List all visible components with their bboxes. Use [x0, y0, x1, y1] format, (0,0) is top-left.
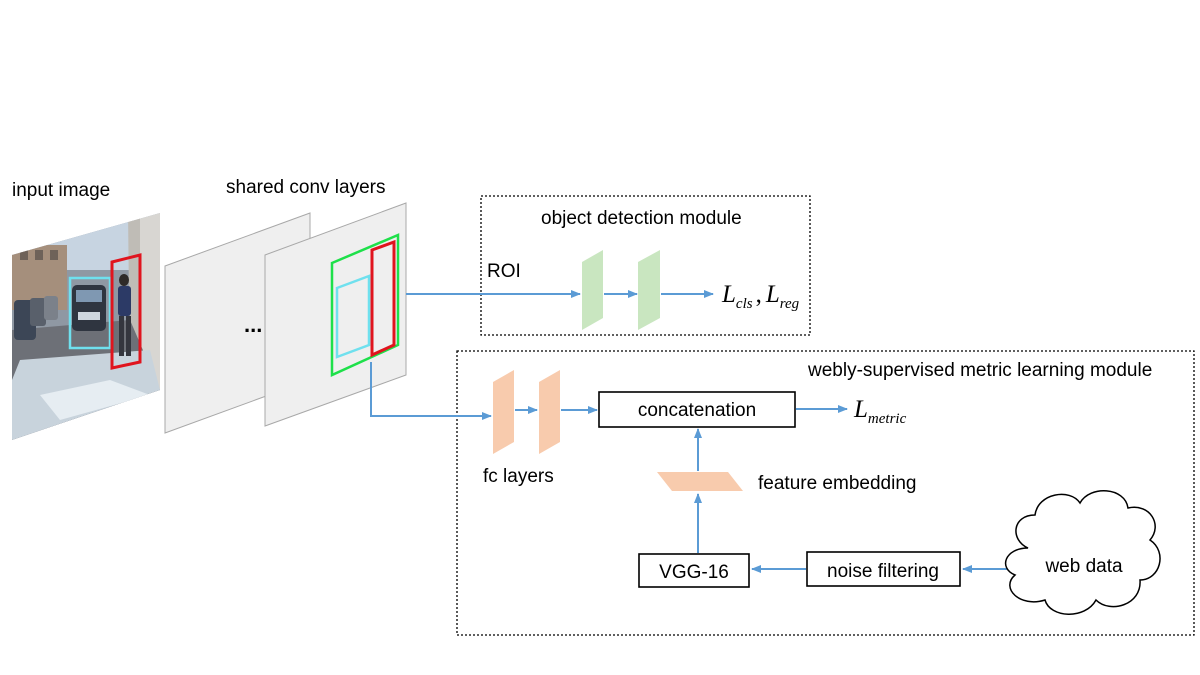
roi-label: ROI [487, 261, 521, 282]
noise-filtering-box [806, 551, 961, 587]
detection-fc-plane-2 [638, 250, 660, 330]
feature-embedding-plane [657, 472, 743, 491]
object-detection-module-label: object detection module [541, 208, 742, 229]
vgg16-box [638, 553, 750, 588]
object-detection-module [480, 195, 811, 336]
input-image-label: input image [12, 180, 110, 201]
web-data-label: web data [1044, 556, 1123, 577]
noise-filtering-label: noise filtering [827, 561, 939, 582]
loss-cls-reg: Lcls,Lreg [721, 281, 800, 312]
photo-cyan-box [68, 276, 112, 350]
feature-green-box [330, 233, 400, 377]
metric-fc-plane-1 [493, 370, 514, 454]
concatenation-box [598, 391, 796, 428]
feature-red-box [370, 239, 396, 358]
conv-ellipsis: ... [244, 312, 262, 337]
web-data-cloud [1004, 490, 1161, 615]
metric-learning-module [456, 350, 1195, 636]
feature-embedding-label: feature embedding [758, 473, 916, 494]
vgg16-label: VGG-16 [659, 562, 729, 583]
input-photo [12, 213, 160, 440]
arrow-conv-to-fc [370, 362, 492, 420]
shared-conv-label: shared conv layers [226, 177, 385, 198]
concatenation-label: concatenation [638, 400, 756, 421]
metric-learning-module-label: webly-supervised metric learning module [807, 360, 1152, 381]
loss-metric: Lmetric [853, 396, 907, 427]
fc-layers-label: fc layers [483, 466, 554, 487]
detection-fc-plane-1 [582, 250, 603, 330]
photo-red-box [110, 253, 142, 370]
feature-cyan-box [335, 274, 371, 359]
metric-fc-plane-2 [539, 370, 560, 454]
